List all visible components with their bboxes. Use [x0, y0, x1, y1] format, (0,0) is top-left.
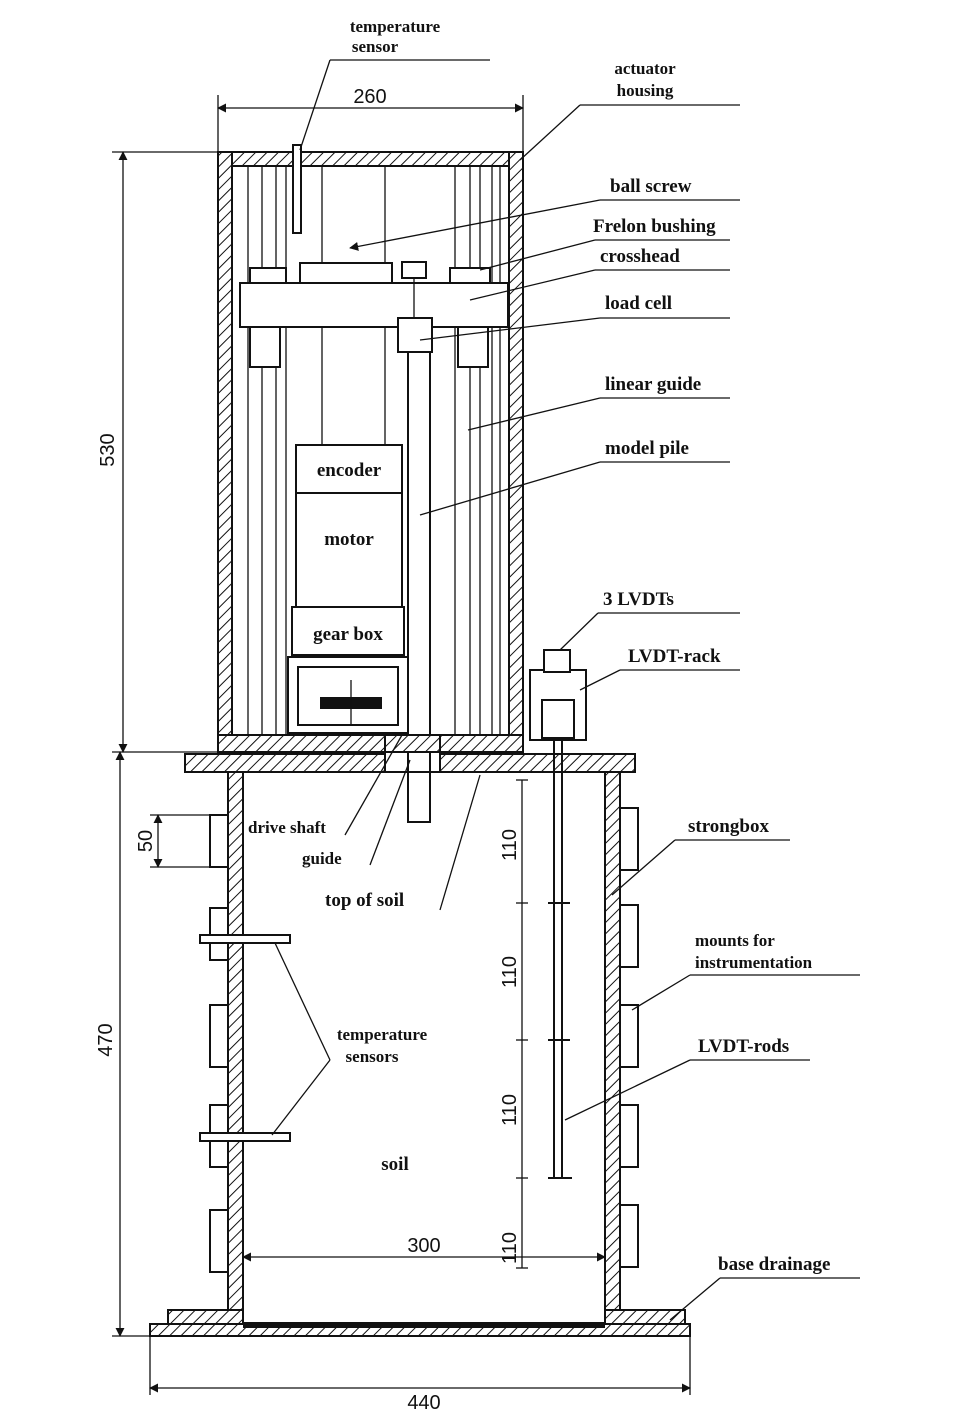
ball-screw-block — [299, 262, 393, 286]
lvdt-rods — [548, 740, 572, 1179]
motor-box — [295, 492, 403, 608]
label-crosshead: crosshead — [600, 246, 680, 267]
label-guide: guide — [302, 849, 342, 868]
label-model-pile: model pile — [605, 438, 689, 459]
dim-lvdt-spacing-3: 110 — [499, 1094, 521, 1126]
temperature-sensor-top — [292, 144, 302, 234]
label-temperature-sensors-line2: sensors — [346, 1047, 399, 1066]
dim-housing-height: 530 — [97, 433, 119, 466]
label-lvdt-rack: LVDT-rack — [628, 646, 721, 667]
label-frelon-bushing: Frelon bushing — [593, 216, 716, 237]
mounts-right — [619, 807, 639, 1268]
dim-lvdt-spacing-1: 110 — [499, 829, 521, 861]
label-temperature-sensors-line1: temperature — [337, 1025, 428, 1044]
label-3-lvdts: 3 LVDTs — [603, 589, 674, 610]
dim-mount-spacing: 50 — [135, 830, 157, 852]
label-mounts-line2: instrumentation — [695, 953, 813, 972]
label-gear-box: gear box — [313, 624, 383, 645]
label-temperature-sensor-line1: temperature — [350, 17, 441, 36]
dim-base-width: 440 — [407, 1392, 440, 1414]
label-top-of-soil: top of soil — [325, 890, 404, 911]
pile-top-nut — [401, 261, 427, 279]
dim-inner-width: 300 — [407, 1235, 440, 1257]
label-actuator-line2: housing — [617, 81, 674, 100]
label-motor: motor — [324, 529, 374, 550]
linear-guide-rods — [247, 166, 501, 735]
dim-housing-width: 260 — [353, 86, 386, 108]
dim-lvdt-spacing-4: 110 — [499, 1232, 521, 1264]
load-cell-body — [397, 317, 433, 353]
actuator-housing — [217, 151, 524, 753]
model-pile — [407, 351, 431, 823]
gear-box — [291, 606, 405, 656]
label-temperature-sensor-line2: sensor — [352, 37, 399, 56]
temperature-sensor-lower — [199, 1132, 291, 1142]
label-lvdt-rods: LVDT-rods — [698, 1036, 789, 1057]
temperature-sensor-upper — [199, 934, 291, 944]
gear-housing-inner — [297, 666, 399, 726]
label-ball-screw: ball screw — [610, 176, 692, 197]
label-drive-shaft: drive shaft — [248, 818, 326, 837]
linear-bearing-left — [249, 326, 281, 368]
label-encoder: encoder — [317, 460, 382, 481]
lvdt-housing — [543, 649, 571, 673]
bushing-left — [249, 267, 287, 285]
dim-lvdt-spacing-2: 110 — [499, 956, 521, 988]
dim-strongbox-height: 470 — [95, 1023, 117, 1056]
label-linear-guide: linear guide — [605, 374, 701, 395]
label-base-drainage: base drainage — [718, 1254, 830, 1275]
label-strongbox: strongbox — [688, 816, 769, 837]
label-soil: soil — [381, 1154, 408, 1175]
top-plate — [184, 734, 636, 773]
mounts-left — [209, 814, 229, 1273]
base-plate — [149, 1309, 691, 1337]
label-load-cell: load cell — [605, 293, 672, 314]
callout-leaders — [271, 59, 860, 1321]
crosshead — [239, 282, 509, 328]
label-actuator-line1: actuator — [614, 59, 676, 78]
label-mounts-line1: mounts for — [695, 931, 775, 950]
encoder-box — [295, 444, 403, 494]
bushing-right — [449, 267, 491, 285]
lvdt-rack-inner — [541, 699, 575, 739]
